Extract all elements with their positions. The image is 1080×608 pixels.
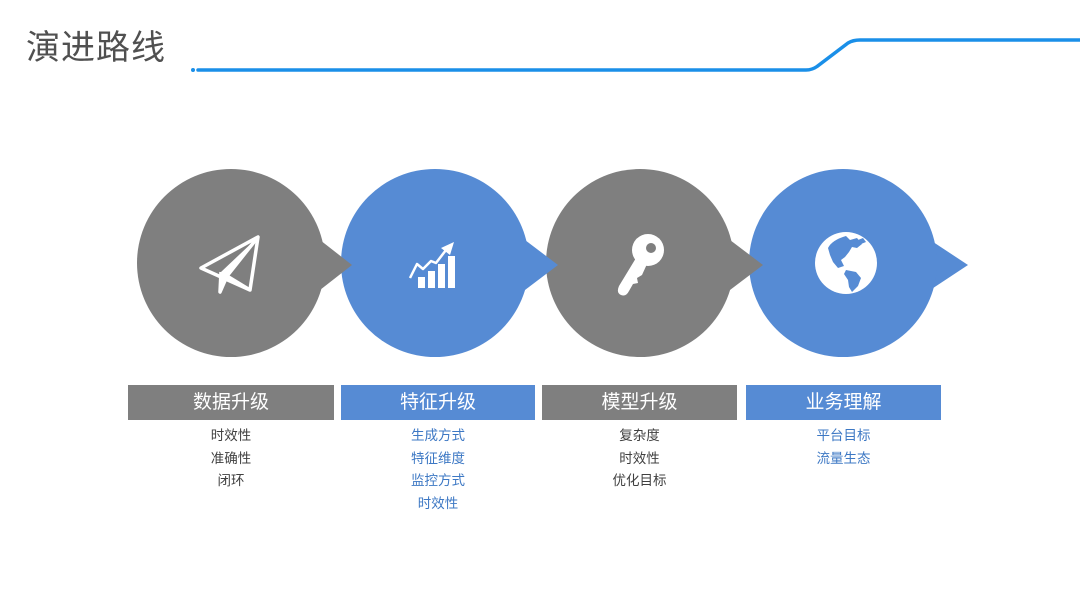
step-items-2: 生成方式 特征维度 监控方式 时效性	[341, 425, 535, 515]
list-item: 特征维度	[411, 450, 465, 467]
key-icon	[617, 234, 664, 296]
paper-plane-icon	[199, 235, 260, 294]
list-item: 时效性	[619, 450, 660, 467]
list-item: 准确性	[210, 450, 252, 467]
step-items-3: 复杂度 时效性 优化目标	[542, 425, 737, 493]
list-item: 时效性	[417, 495, 459, 512]
step-label-3: 模型升级	[542, 385, 737, 420]
list-item: 平台目标	[816, 428, 871, 444]
step-label-2: 特征升级	[341, 385, 535, 420]
page-title: 演进路线	[26, 28, 166, 68]
step-label-4: 业务理解	[746, 385, 941, 420]
list-item: 时效性	[210, 428, 252, 444]
list-item: 监控方式	[411, 473, 465, 489]
list-item: 优化目标	[612, 473, 667, 489]
list-item: 闭环	[217, 473, 245, 489]
list-item: 复杂度	[619, 428, 660, 444]
list-item: 流量生态	[816, 450, 871, 467]
process-flow	[137, 169, 968, 357]
header-divider-line	[191, 38, 1080, 72]
globe-icon	[815, 232, 877, 294]
chart-growth-icon	[408, 242, 455, 288]
step-label-1: 数据升级	[128, 385, 334, 420]
step-items-4: 平台目标 流量生态	[746, 425, 941, 470]
step-circle-1	[137, 169, 352, 357]
list-item: 生成方式	[411, 428, 465, 444]
step-items-1: 时效性 准确性 闭环	[128, 425, 334, 493]
